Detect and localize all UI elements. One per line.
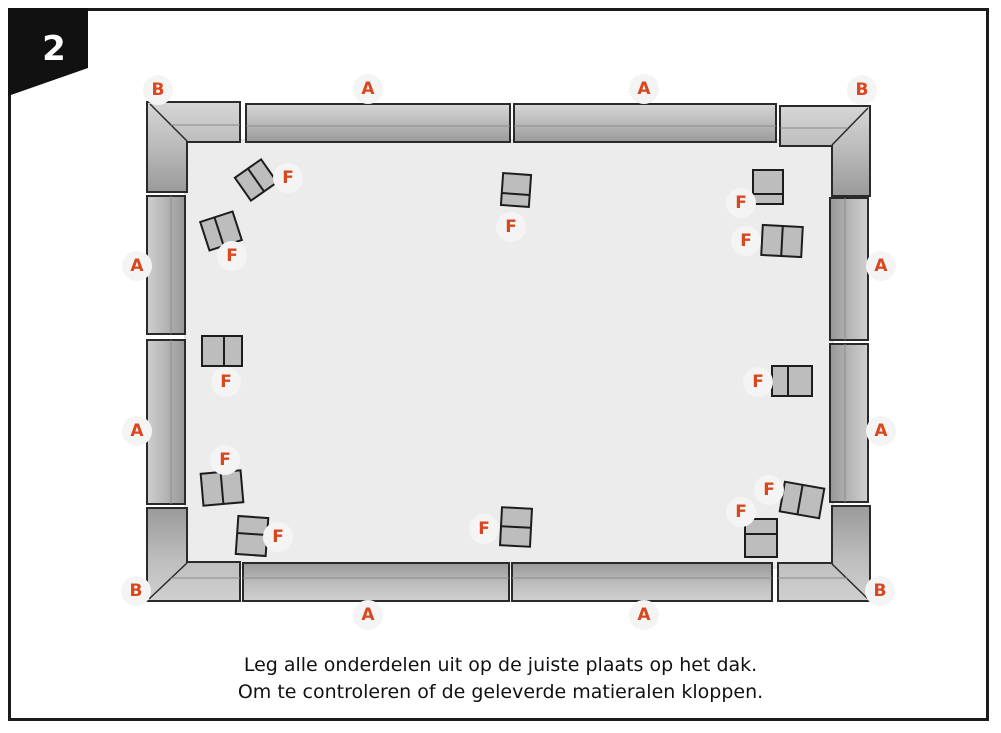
label-f-5: F [731, 226, 761, 256]
part-f-12 [744, 518, 778, 558]
caption-line-1: Leg alle onderdelen uit op de juiste pla… [243, 654, 758, 676]
part-f-3 [499, 171, 533, 209]
part-f-10 [498, 506, 534, 548]
part-f-1 [233, 157, 279, 203]
label-a-left-2: A [122, 416, 152, 446]
label-f-8: F [210, 445, 240, 475]
label-b-bottom-right: B [865, 576, 895, 606]
label-f-10: F [469, 514, 499, 544]
edge-bottom [242, 562, 773, 602]
edge-left [146, 195, 186, 505]
corner-top-right [779, 105, 871, 197]
corner-bottom-right [777, 505, 871, 602]
label-f-9: F [263, 522, 293, 552]
label-f-12: F [726, 497, 756, 527]
label-a-bottom-1: A [353, 600, 383, 630]
label-b-bottom-left: B [121, 576, 151, 606]
label-f-4: F [726, 188, 756, 218]
label-f-3: F [496, 212, 526, 242]
part-f-5 [760, 223, 804, 259]
part-f-8 [199, 469, 245, 507]
label-a-bottom-2: A [629, 600, 659, 630]
label-b-top-left: B [143, 75, 173, 105]
label-f-7: F [743, 367, 773, 397]
label-a-right-2: A [866, 416, 896, 446]
corner-top-left [146, 101, 241, 193]
label-a-left-1: A [122, 251, 152, 281]
label-a-top-2: A [629, 74, 659, 104]
edge-right [829, 197, 869, 503]
caption-line-2: Om te controleren of de geleverde matier… [237, 681, 764, 703]
step-number: 2 [42, 29, 66, 69]
label-a-right-1: A [866, 251, 896, 281]
step-badge: 2 [8, 8, 88, 96]
label-f-2: F [217, 241, 247, 271]
label-b-top-right: B [847, 75, 877, 105]
part-f-11 [778, 480, 826, 520]
label-a-top-1: A [353, 74, 383, 104]
part-f-6 [201, 335, 243, 367]
label-f-1: F [273, 163, 303, 193]
label-f-6: F [211, 367, 241, 397]
part-f-7 [771, 365, 813, 397]
edge-top [245, 103, 777, 143]
part-f-4 [752, 169, 784, 205]
label-f-11: F [754, 475, 784, 505]
